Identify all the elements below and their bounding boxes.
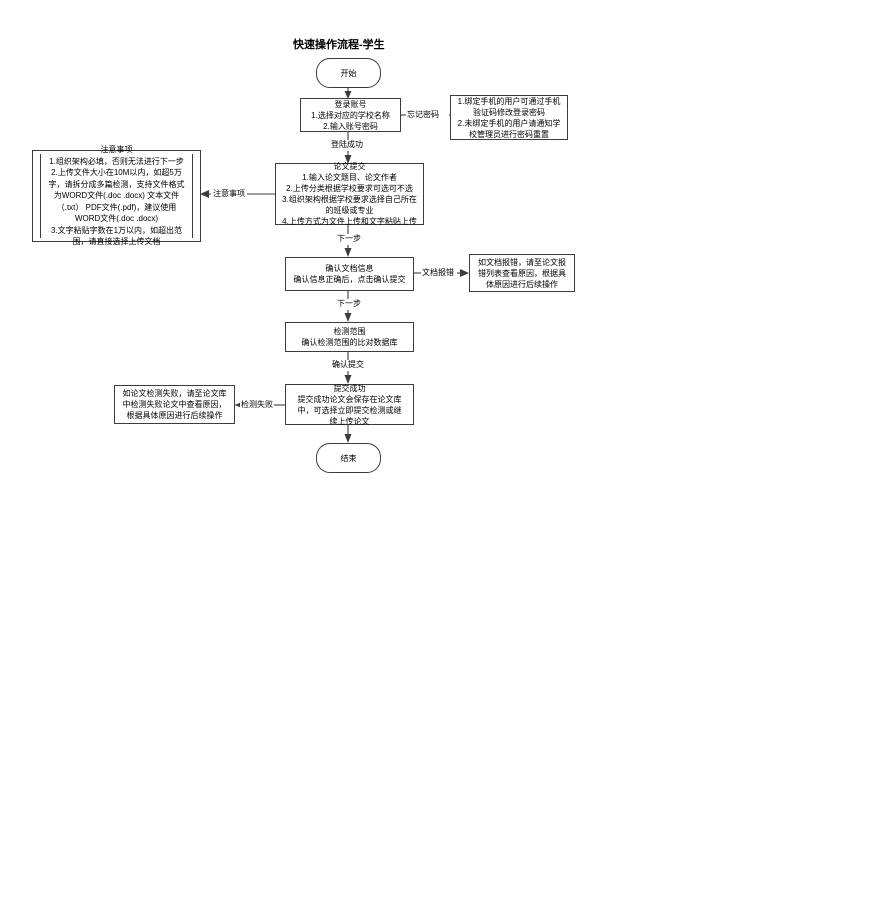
notes-line-7: 3.文字粘贴字数在1万以内，如超出范 (50, 225, 183, 235)
notes-line-4: 为WORD文件(.doc .docx) 文本文件 (53, 191, 180, 201)
submit-success-title: 提交成功 (333, 383, 366, 393)
detect-fail-line-3: 根据具体原因进行后续操作 (126, 411, 223, 420)
edge-label-next-step-1: 下一步 (336, 234, 362, 244)
node-confirm-doc[interactable]: 确认文档信息 确认信息正确后，点击确认提交 (285, 257, 414, 291)
paper-submit-line-4: 的班级或专业 (325, 206, 374, 215)
forgot-info-line-1: 1.绑定手机的用户可通过手机 (457, 96, 561, 106)
submit-success-line-2: 中，可选择立即提交检测或继 (297, 405, 402, 415)
forgot-info-line-3: 2.未绑定手机的用户请通知学 (457, 118, 561, 128)
node-notes[interactable]: 注意事项 1.组织架构必填，否则无法进行下一步 2.上传文件大小在10M以内，如… (32, 145, 201, 246)
confirm-doc-title: 确认文档信息 (325, 264, 374, 273)
notes-line-5: （.txt） PDF文件(.pdf)，建议使用 (56, 202, 177, 212)
forgot-info-line-2: 验证码修改登录密码 (473, 107, 545, 117)
notes-line-3: 字，请拆分成多篇检测，支持文件格式 (48, 179, 185, 189)
detect-range-title: 检测范围 (333, 327, 366, 336)
doc-error-line-1: 如文档报错，请至论文报 (478, 257, 566, 267)
node-start-label: 开始 (340, 68, 357, 78)
node-login[interactable]: 登录账号 1.选择对应的学校名称 2.输入账号密码 (300, 98, 401, 132)
edge-label-notes: 注意事项 (212, 189, 246, 199)
node-submit-success[interactable]: 提交成功 提交成功论文会保存在论文库 中，可选择立即提交检测或继 续上传论文 (285, 383, 414, 426)
node-end[interactable]: 结束 (316, 443, 381, 473)
edge-label-confirm-submit: 确认提交 (331, 360, 365, 370)
node-detect-fail-info[interactable]: 如论文检测失败，请至论文库 中检测失败论文中查看原因， 根据具体原因进行后续操作 (114, 385, 235, 424)
submit-success-line-3: 续上传论文 (329, 416, 370, 426)
node-doc-error-info[interactable]: 如文档报错，请至论文报 错列表查看原因，根据具 体原因进行后续操作 (469, 254, 575, 292)
edge-label-detect-fail: 检测失败 (240, 400, 274, 410)
detect-fail-line-2: 中检测失败论文中查看原因， (122, 400, 227, 409)
forgot-info-line-4: 校管理员进行密码重置 (469, 129, 549, 139)
notes-inner: 注意事项 1.组织架构必填，否则无法进行下一步 2.上传文件大小在10M以内，如… (40, 145, 193, 246)
confirm-doc-line-1: 确认信息正确后，点击确认提交 (293, 275, 406, 284)
paper-submit-line-1: 1.输入论文题目、论文作者 (302, 173, 397, 182)
edge-label-doc-error: 文档报错 (421, 268, 455, 278)
node-paper-submit[interactable]: 论文提交 1.输入论文题目、论文作者 2.上传分类根据学校要求可选可不选 3.组… (275, 162, 424, 226)
notes-line-2: 2.上传文件大小在10M以内，如超5万 (51, 168, 182, 178)
notes-line-8: 围，请直接选择上传文档 (72, 237, 161, 247)
notes-line-6: WORD文件(.doc .docx) (74, 214, 159, 224)
paper-submit-line-2: 2.上传分类根据学校要求可选可不选 (286, 184, 413, 193)
doc-error-line-2: 错列表查看原因，根据具 (478, 268, 566, 278)
page-title: 快速操作流程-学生 (293, 39, 385, 51)
node-login-title: 登录账号 (334, 99, 367, 109)
edge-label-next-step-2: 下一步 (336, 299, 362, 309)
paper-submit-title: 论文提交 (333, 162, 366, 171)
detect-fail-line-1: 如论文检测失败，请至论文库 (122, 389, 227, 398)
node-login-line-2: 2.输入账号密码 (323, 121, 378, 131)
notes-title: 注意事项 (100, 145, 133, 155)
node-forgot-password-info[interactable]: 1.绑定手机的用户可通过手机 验证码修改登录密码 2.未绑定手机的用户请通知学 … (450, 95, 568, 140)
edge-label-login-success: 登陆成功 (330, 140, 364, 150)
paper-submit-line-3: 3.组织架构根据学校要求选择自己所在 (282, 195, 417, 204)
node-login-line-1: 1.选择对应的学校名称 (311, 110, 390, 120)
node-detect-range[interactable]: 检测范围 确认检测范围的比对数据库 (285, 322, 414, 352)
edge-label-forgot-password: 忘记密码 (406, 110, 440, 120)
node-start[interactable]: 开始 (316, 58, 381, 88)
notes-line-1: 1.组织架构必填，否则无法进行下一步 (49, 156, 184, 166)
doc-error-line-3: 体原因进行后续操作 (486, 279, 558, 289)
detect-range-line-1: 确认检测范围的比对数据库 (301, 338, 398, 347)
paper-submit-line-5: 4.上传方式为文件上传和文字粘贴上传 (282, 217, 417, 226)
submit-success-line-1: 提交成功论文会保存在论文库 (297, 394, 402, 404)
node-end-label: 结束 (340, 453, 357, 463)
